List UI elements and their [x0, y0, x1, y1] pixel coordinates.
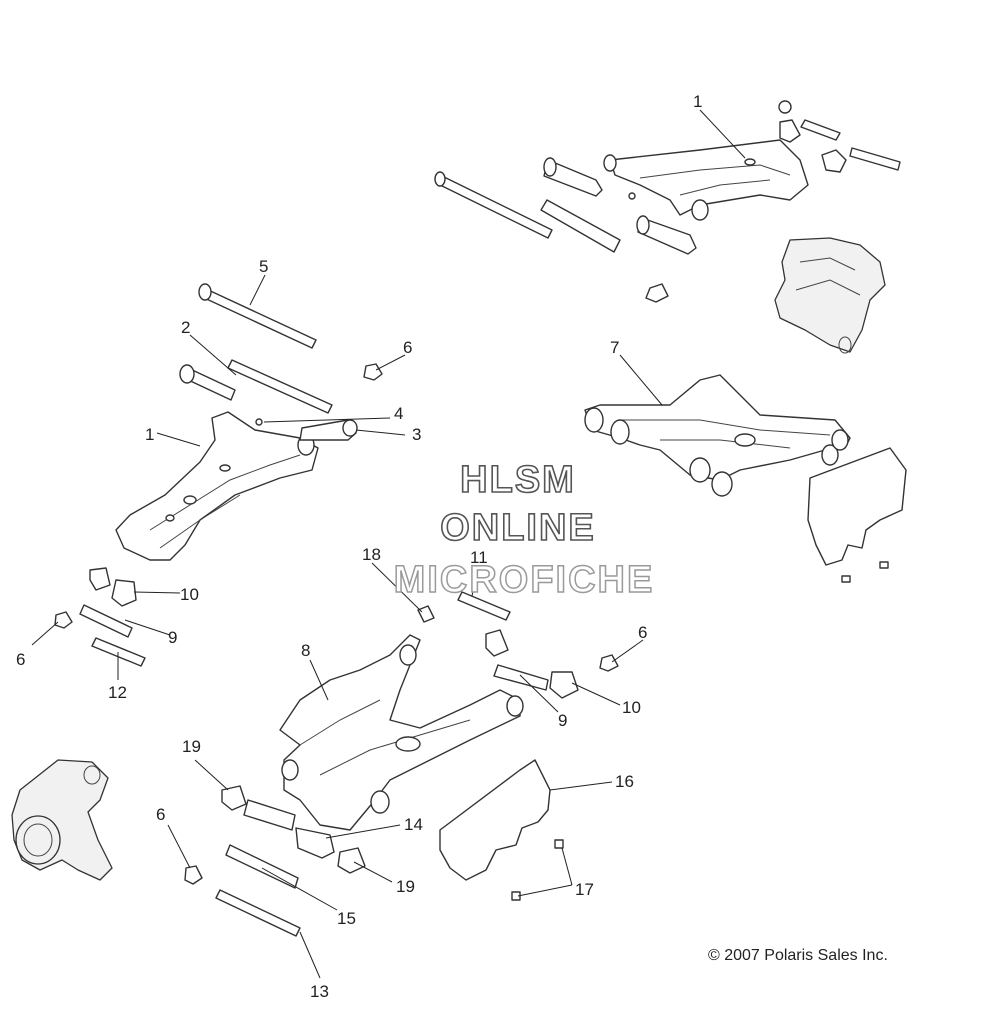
callout-16: 16: [615, 772, 634, 791]
callout-labels: 1 5 2 6 7 4 3 1 18 11 10 9 6 12 6 8 10 9…: [16, 92, 702, 1001]
pins-and-bushings-left-upper: [54, 283, 383, 667]
callout-13: 13: [310, 982, 329, 1001]
callout-12: 12: [108, 683, 127, 702]
callout-14: 14: [404, 815, 423, 834]
callout-19-lower: 19: [396, 877, 415, 896]
lower-control-arm-center: [279, 634, 524, 831]
pins-and-bushings-center: [184, 591, 619, 937]
callout-6-bottom: 6: [156, 805, 165, 824]
knuckle-top-right: [774, 237, 886, 354]
callout-17: 17: [575, 880, 594, 899]
callout-2: 2: [181, 318, 190, 337]
callout-11: 11: [470, 548, 488, 567]
knuckle-bottom-left: [11, 759, 113, 881]
callout-5: 5: [259, 257, 268, 276]
callout-7: 7: [610, 338, 619, 357]
upper-control-arm-top: [603, 139, 809, 221]
copyright-notice: © 2007 Polaris Sales Inc.: [708, 947, 888, 964]
callout-9-center: 9: [558, 711, 567, 730]
callout-18: 18: [362, 545, 381, 564]
watermark: HLSM ONLINE MICROFICHE: [393, 458, 655, 602]
callout-6-upper: 6: [403, 338, 412, 357]
callout-15: 15: [337, 909, 356, 928]
callout-4: 4: [394, 404, 403, 423]
callout-9-left: 9: [168, 628, 177, 647]
callout-6-left: 6: [16, 650, 25, 669]
callout-3: 3: [412, 425, 421, 444]
skid-plate-right: [807, 447, 907, 583]
bushing-set-top: [434, 100, 901, 303]
skid-plate-center: [439, 759, 564, 901]
watermark-line-3: MICROFICHE: [394, 559, 655, 601]
callout-10-center: 10: [622, 698, 641, 717]
callout-1-left: 1: [145, 425, 154, 444]
callout-1-top: 1: [693, 92, 702, 111]
callout-6-center: 6: [638, 623, 647, 642]
watermark-line-2: ONLINE: [440, 507, 596, 549]
callout-10-left: 10: [180, 585, 199, 604]
leader-lines: [31, 109, 746, 979]
callout-8: 8: [301, 641, 310, 660]
watermark-line-1: HLSM: [460, 459, 576, 501]
callout-19-upper: 19: [182, 737, 201, 756]
lower-control-arm-right: [584, 374, 851, 497]
